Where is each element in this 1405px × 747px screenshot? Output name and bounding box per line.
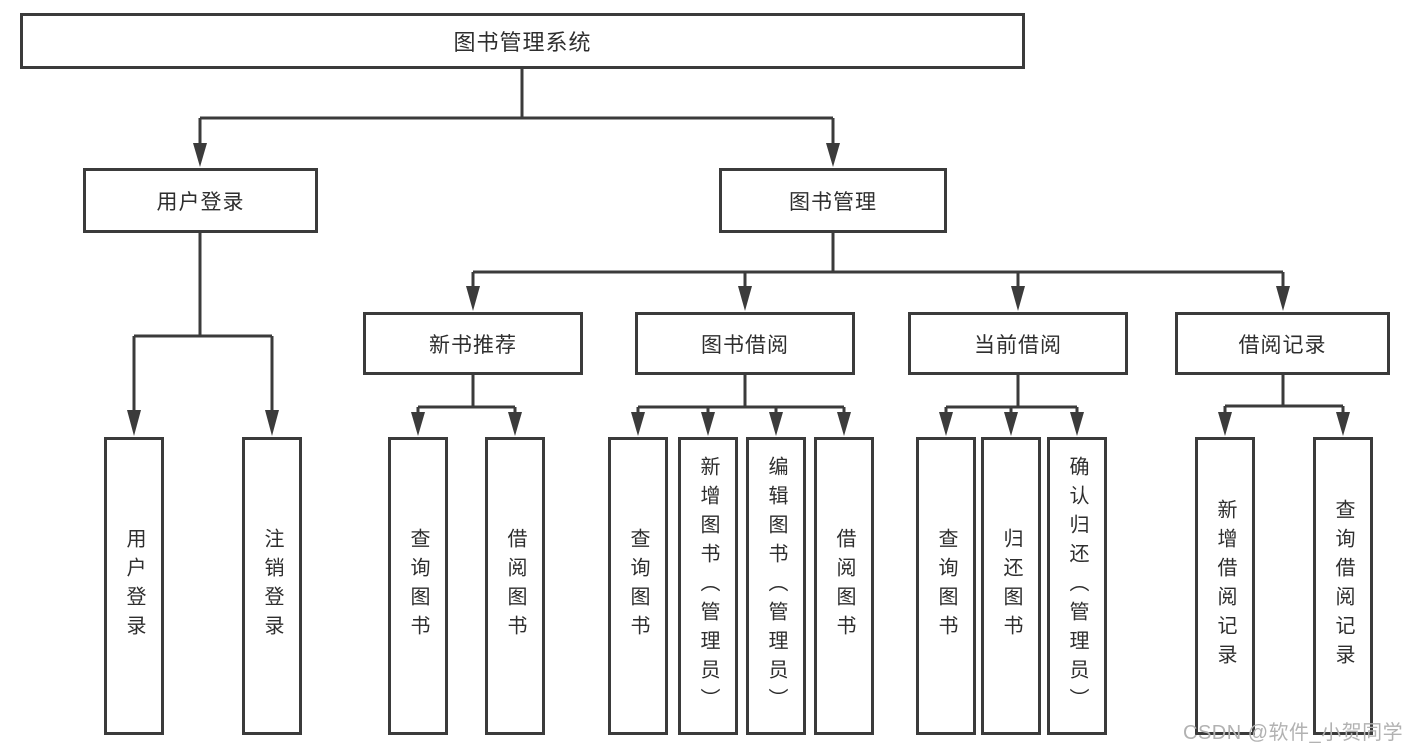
connector-borrow-records-children xyxy=(1218,375,1350,436)
node-label: 借阅图书 xyxy=(504,528,526,644)
node-label: 新增借阅记录 xyxy=(1214,499,1236,673)
node-label: 注销登录 xyxy=(261,528,283,644)
node-label: 确认归还（管理员） xyxy=(1066,455,1088,717)
node-label: 图书借阅 xyxy=(701,333,789,357)
connector-current-borrow-children xyxy=(939,375,1084,436)
node-query-books-borrowing: 查询图书 xyxy=(608,437,668,735)
node-user-login-leaf: 用户登录 xyxy=(104,437,164,735)
node-user-login: 用户登录 xyxy=(83,168,318,233)
node-label: 新书推荐 xyxy=(429,333,517,357)
node-add-books-admin: 新增图书（管理员） xyxy=(678,437,738,735)
node-label: 用户登录 xyxy=(123,528,145,644)
connector-new-book-rec-children xyxy=(411,375,522,436)
node-edit-books-admin: 编辑图书（管理员） xyxy=(746,437,806,735)
node-label: 归还图书 xyxy=(1000,528,1022,644)
node-new-book-recommendation: 新书推荐 xyxy=(363,312,583,375)
node-library-system: 图书管理系统 xyxy=(20,13,1025,69)
node-label: 查询图书 xyxy=(627,528,649,644)
node-query-borrow-record: 查询借阅记录 xyxy=(1313,437,1373,735)
node-borrow-books: 借阅图书 xyxy=(814,437,874,735)
node-label: 新增图书（管理员） xyxy=(697,455,719,717)
node-label: 图书管理 xyxy=(789,190,877,214)
node-book-management: 图书管理 xyxy=(719,168,947,233)
node-borrowing-records: 借阅记录 xyxy=(1175,312,1390,375)
node-return-books: 归还图书 xyxy=(981,437,1041,735)
node-query-books-recommendation: 查询图书 xyxy=(388,437,448,735)
node-label: 借阅记录 xyxy=(1238,333,1327,357)
node-label: 用户登录 xyxy=(156,190,245,214)
node-add-borrow-record: 新增借阅记录 xyxy=(1195,437,1255,735)
node-label: 当前借阅 xyxy=(974,333,1062,357)
node-label: 借阅图书 xyxy=(833,528,855,644)
connector-root-to-level2 xyxy=(193,69,840,167)
node-book-borrowing: 图书借阅 xyxy=(635,312,855,375)
connector-book-mgmt-children xyxy=(466,233,1290,311)
node-borrow-books-recommendation: 借阅图书 xyxy=(485,437,545,735)
node-label: 查询图书 xyxy=(407,528,429,644)
node-label: 查询借阅记录 xyxy=(1332,499,1354,673)
csdn-watermark: CSDN @软件_小贺同学 xyxy=(1183,722,1404,744)
node-logout: 注销登录 xyxy=(242,437,302,735)
connector-book-borrow-children xyxy=(631,375,851,436)
node-label: 编辑图书（管理员） xyxy=(765,455,787,717)
node-query-books-current: 查询图书 xyxy=(916,437,976,735)
connector-user-login-children xyxy=(127,233,279,436)
node-confirm-return-admin: 确认归还（管理员） xyxy=(1047,437,1107,735)
node-label: 图书管理系统 xyxy=(453,30,592,55)
node-label: 查询图书 xyxy=(935,528,957,644)
node-current-borrowing: 当前借阅 xyxy=(908,312,1128,375)
